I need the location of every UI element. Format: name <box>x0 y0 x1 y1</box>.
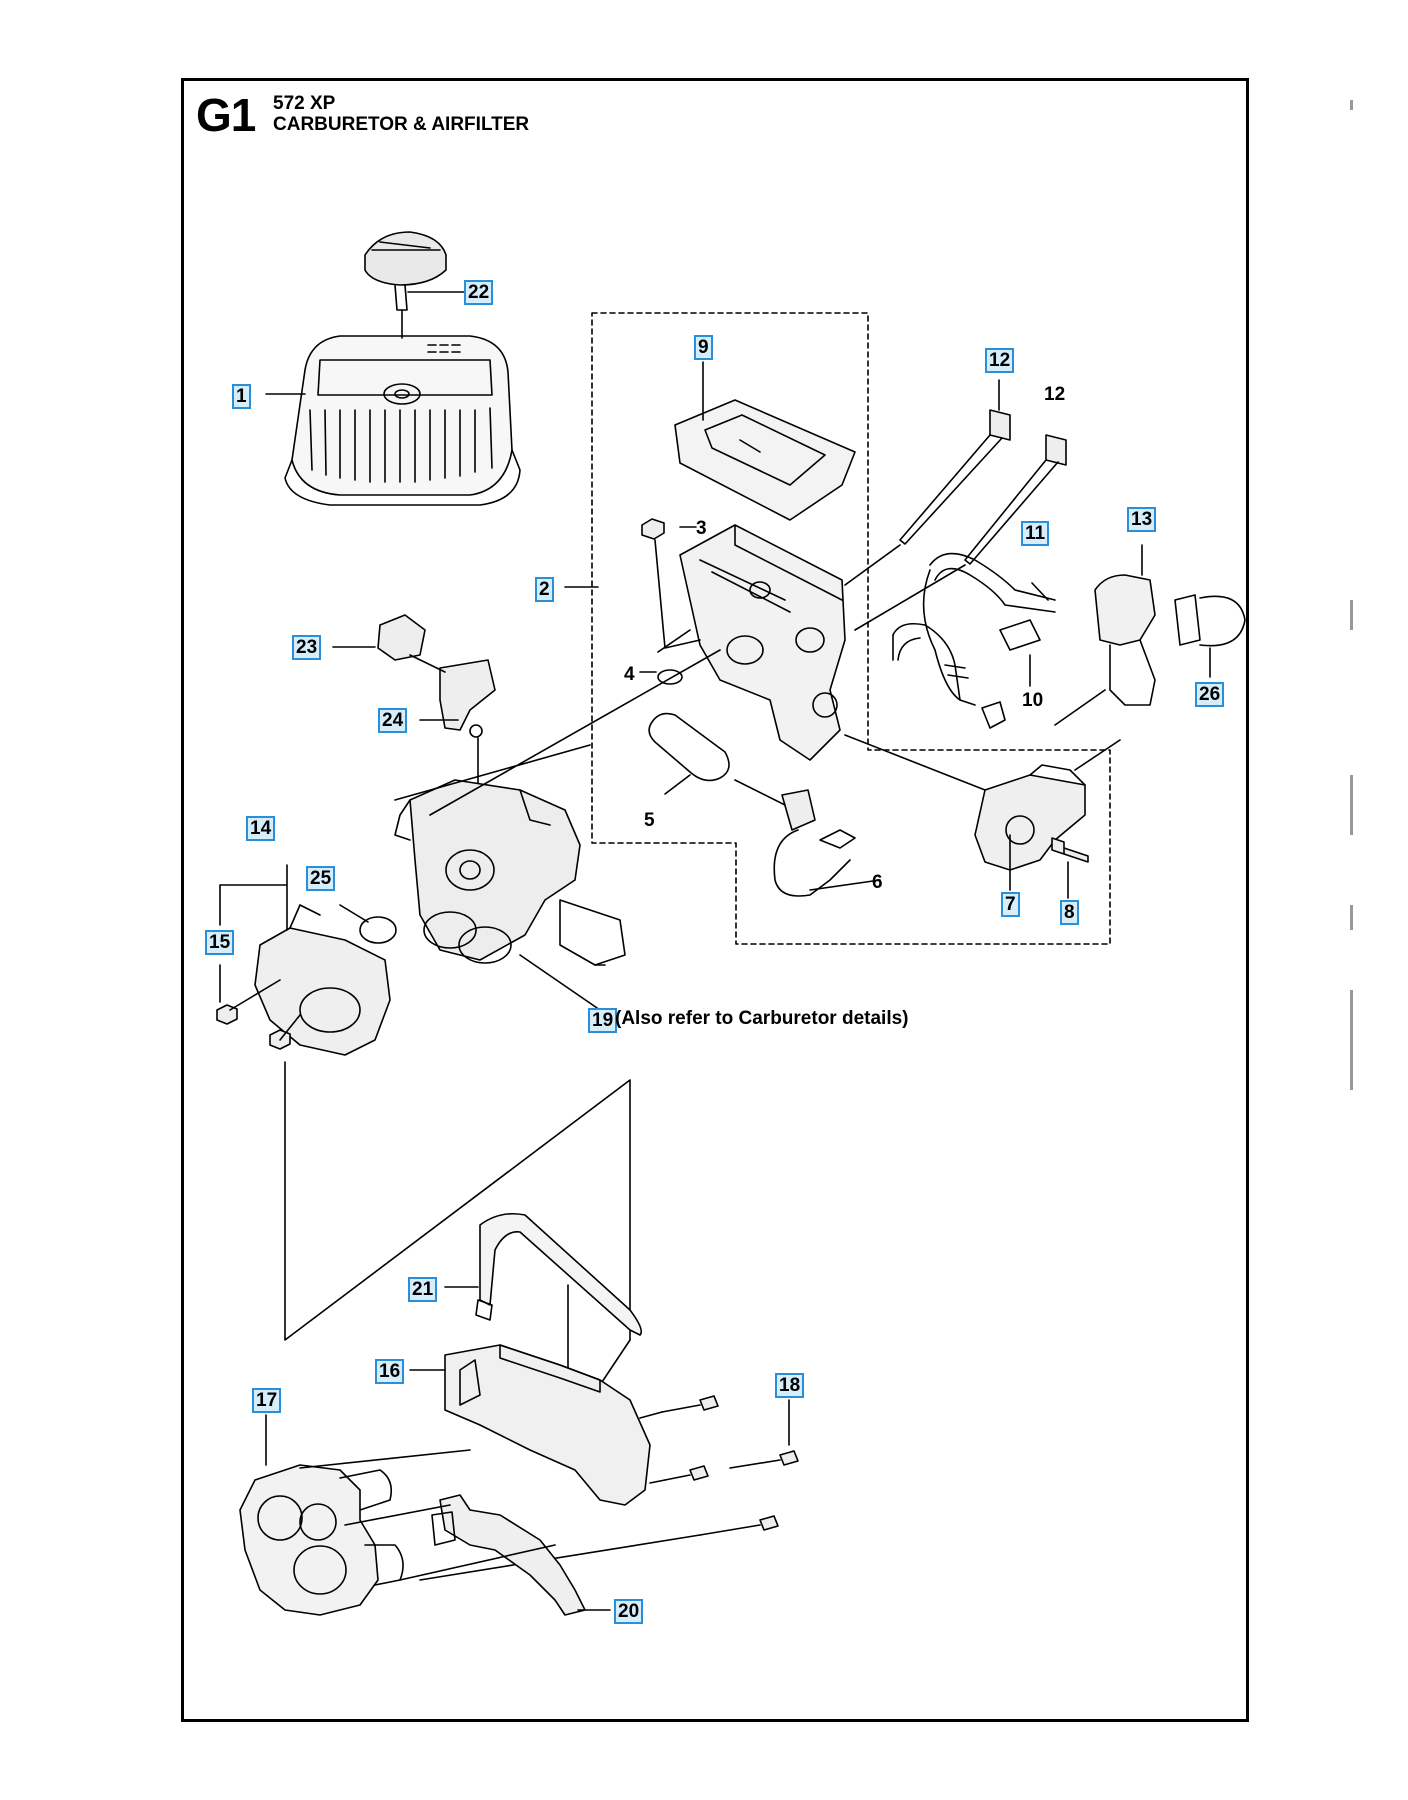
o-ring-part-5 <box>648 712 730 782</box>
intake-flange-part-17 <box>239 1464 404 1616</box>
connector-part-23 <box>377 614 426 661</box>
throttle-sensor-part-24 <box>439 659 496 738</box>
nut-part-15a <box>216 1004 238 1025</box>
primer-guides <box>1054 689 1121 771</box>
handle-part-21 <box>475 1212 643 1336</box>
holder-part-16 <box>444 1344 651 1506</box>
edge-mark <box>1350 100 1353 110</box>
callout-3: 3 <box>696 518 707 539</box>
callout-7: 7 <box>1001 892 1020 917</box>
edge-mark <box>1350 905 1353 930</box>
callout-24: 24 <box>378 708 408 733</box>
leader-2b <box>657 629 691 653</box>
leader-23b <box>409 654 446 673</box>
callout-8: 8 <box>1060 900 1079 925</box>
diagram-frame <box>181 78 1249 1722</box>
primer-bulb-part-13-26 <box>1094 574 1246 706</box>
page-code: G1 <box>196 89 256 141</box>
flange-guides <box>299 1449 556 1581</box>
bolts-part-18 <box>661 1395 799 1536</box>
leader-3b <box>654 539 701 649</box>
callout-2: 2 <box>535 577 554 602</box>
callout-19: 19 <box>588 1008 618 1033</box>
callout-5: 5 <box>644 810 655 831</box>
carb-guides <box>394 649 721 816</box>
callout-22: 22 <box>464 280 494 305</box>
callout-26: 26 <box>1195 682 1225 707</box>
callout-10: 10 <box>1022 690 1044 711</box>
page-title: CARBURETOR & AIRFILTER <box>273 114 530 135</box>
callout-20: 20 <box>614 1599 644 1624</box>
callout-23: 23 <box>292 635 322 660</box>
intake-adapter-part-14 <box>254 904 391 1056</box>
callout-9: 9 <box>694 335 713 360</box>
model-name: 572 XP <box>273 93 336 114</box>
callout-1: 1 <box>232 384 251 409</box>
leader-7b <box>844 734 986 791</box>
group-connection-lines <box>284 1061 631 1341</box>
washer-part-4 <box>657 669 683 685</box>
callout-13: 13 <box>1127 507 1157 532</box>
leader-5 <box>664 774 691 795</box>
leader-14 <box>219 864 288 931</box>
callout-12b: 12 <box>1044 384 1066 405</box>
edge-mark <box>1350 775 1353 835</box>
nut-part-3 <box>641 518 665 540</box>
callout-12a: 12 <box>985 348 1015 373</box>
fuel-hoses-part-10-11 <box>892 552 1056 729</box>
screw-part-8 <box>1051 837 1089 863</box>
callout-4: 4 <box>624 664 635 685</box>
callout-17: 17 <box>252 1388 282 1413</box>
leader-25 <box>339 904 369 923</box>
edge-mark <box>1350 600 1353 630</box>
sensor-cable-part-6 <box>773 789 856 897</box>
long-bolts-part-12 <box>899 409 1067 565</box>
callout-25: 25 <box>306 866 336 891</box>
callout-18: 18 <box>775 1373 805 1398</box>
carburetor-reference-note: (Also refer to Carburetor details) <box>615 1008 909 1029</box>
callout-16: 16 <box>375 1359 405 1384</box>
bolt-guides <box>844 544 966 631</box>
callout-14: 14 <box>246 816 276 841</box>
callout-11: 11 <box>1021 521 1050 546</box>
leader-19 <box>519 954 601 1011</box>
callout-15: 15 <box>205 930 235 955</box>
callout-21: 21 <box>408 1277 438 1302</box>
bolt-guide-lines <box>419 1411 701 1581</box>
callout-6: 6 <box>872 872 883 893</box>
ignition-module-part-7 <box>974 764 1086 871</box>
leader-6b <box>734 779 786 806</box>
carburetor-part-19 <box>394 779 626 966</box>
leader-11 <box>1031 582 1049 601</box>
nut-guides <box>229 979 301 1041</box>
carburetor-housing-part <box>679 524 846 761</box>
filter-base-gasket-part <box>674 399 856 521</box>
leader-6 <box>809 879 881 891</box>
assembly-group-outline <box>591 312 1111 945</box>
air-filter-part <box>284 335 521 506</box>
filter-knob-part <box>364 231 447 339</box>
spacer-ring-part-25 <box>359 916 397 944</box>
edge-mark <box>1350 990 1353 1090</box>
